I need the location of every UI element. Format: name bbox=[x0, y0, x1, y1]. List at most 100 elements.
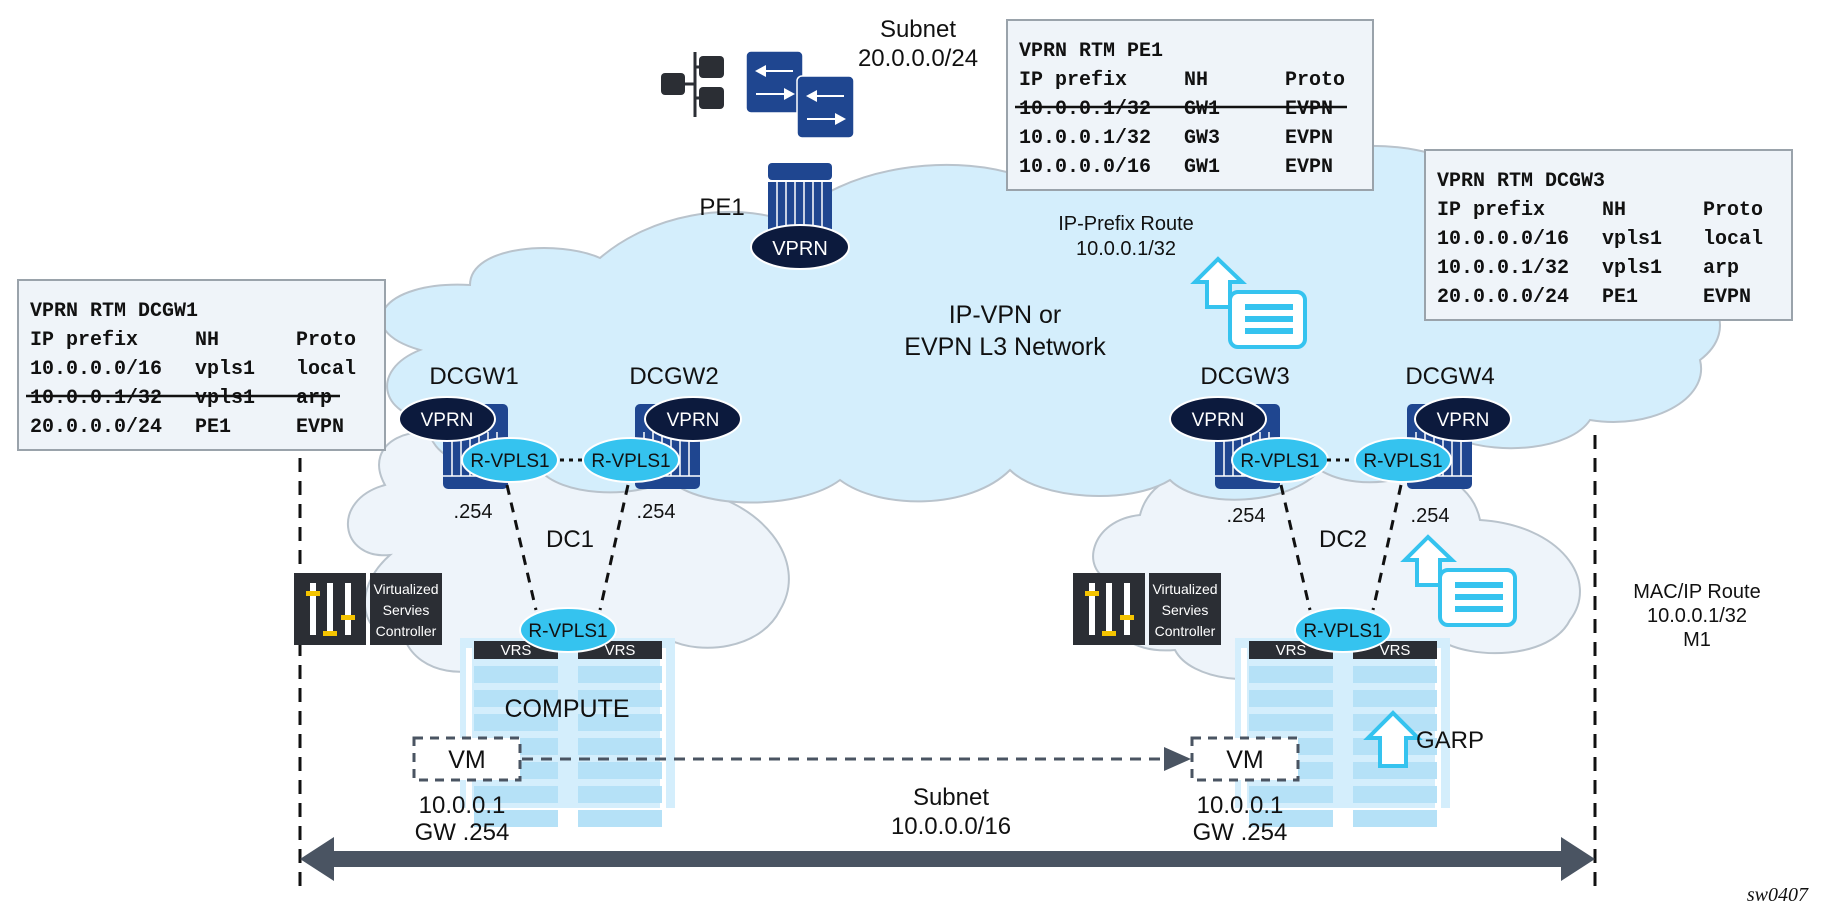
dcgw2-ip-label: .254 bbox=[637, 501, 676, 523]
routing-table-cell-proto: EVPN bbox=[296, 416, 344, 439]
routing-table-cell-nh: vpls1 bbox=[1602, 257, 1662, 280]
routing-table-cell-prefix: 10.0.0.0/16 bbox=[1019, 156, 1151, 179]
vm-box: VM bbox=[1190, 736, 1300, 782]
ip-prefix-route-line1: IP-Prefix Route bbox=[1058, 213, 1194, 235]
vm-ip: 10.0.0.1 bbox=[1197, 792, 1284, 819]
dc-r-vpls-badge: R-VPLS1 bbox=[519, 607, 617, 653]
subnet-top-label: Subnet bbox=[880, 16, 956, 43]
routing-table-header: IP prefix bbox=[30, 329, 138, 352]
routing-table-cell-nh: PE1 bbox=[1602, 286, 1638, 309]
dc-r-vpls-badge: R-VPLS1 bbox=[1294, 607, 1392, 653]
routing-table-cell-prefix: 10.0.0.1/32 bbox=[1437, 257, 1569, 280]
routing-table-cell-proto: EVPN bbox=[1285, 156, 1333, 179]
r-vpls-label: R-VPLS1 bbox=[591, 451, 670, 472]
vprn-label: VPRN bbox=[1437, 410, 1490, 431]
r-vpls-badge: R-VPLS1 bbox=[461, 437, 559, 483]
subnet-bottom-value: 10.0.0.0/16 bbox=[891, 813, 1011, 840]
r-vpls-badge: R-VPLS1 bbox=[1354, 437, 1452, 483]
gateway-label: DCGW2 bbox=[629, 363, 718, 390]
routing-table-title: VPRN RTM DCGW1 bbox=[30, 300, 198, 323]
mac-ip-route-line1: MAC/IP Route bbox=[1633, 581, 1760, 603]
pe1-vprn-label: VPRN bbox=[772, 238, 828, 260]
dc1-link-right bbox=[598, 484, 630, 611]
routing-table-header: Proto bbox=[1285, 69, 1345, 92]
mac-ip-advertise-icon bbox=[1400, 534, 1517, 627]
vrs-label: VRS bbox=[1276, 642, 1307, 659]
routing-table-cell-proto: EVPN bbox=[1285, 127, 1333, 150]
figure-id: sw0407 bbox=[1747, 884, 1809, 906]
routing-table-row-withdrawn: 10.0.0.1/32 vpls1 arp bbox=[26, 387, 340, 410]
routing-table-cell-proto: EVPN bbox=[1703, 286, 1751, 309]
routing-table-cell-prefix: 10.0.0.1/32 bbox=[1019, 127, 1151, 150]
subnet-bottom-label: Subnet bbox=[913, 784, 989, 811]
dc1-label: DC1 bbox=[546, 526, 594, 553]
switch-icon bbox=[745, 50, 855, 139]
controller-label-line: Virtualized bbox=[373, 581, 438, 597]
dcgw4-ip-label: .254 bbox=[1411, 505, 1450, 527]
routing-table-cell-nh: vpls1 bbox=[195, 358, 255, 381]
routing-table-header: NH bbox=[1184, 69, 1208, 92]
dcgw3-ip-label: .254 bbox=[1227, 505, 1266, 527]
mac-ip-route-line2: 10.0.0.1/32 bbox=[1647, 605, 1747, 627]
vm-box: VM bbox=[412, 736, 522, 782]
core-network-line1: IP-VPN or bbox=[949, 301, 1062, 329]
routing-table-cell-nh: GW3 bbox=[1184, 127, 1220, 150]
routing-table-cell-prefix: 10.0.0.1/32 bbox=[30, 387, 162, 410]
controller-label-line: Servies bbox=[383, 602, 430, 618]
vrs-label: VRS bbox=[605, 642, 636, 659]
mac-ip-route-line3: M1 bbox=[1683, 629, 1711, 651]
vprn-label: VPRN bbox=[1192, 410, 1245, 431]
garp-label: GARP bbox=[1416, 727, 1484, 754]
routing-table-cell-nh: vpls1 bbox=[1602, 228, 1662, 251]
dc-r-vpls-label: R-VPLS1 bbox=[528, 621, 607, 642]
vm-gateway: GW .254 bbox=[415, 819, 510, 846]
dc-r-vpls-label: R-VPLS1 bbox=[1303, 621, 1382, 642]
controller-sliders-icon bbox=[1073, 573, 1145, 645]
vm-label: VM bbox=[1226, 746, 1264, 774]
vm-gateway: GW .254 bbox=[1193, 819, 1288, 846]
routing-table-cell-proto: arp bbox=[296, 387, 332, 410]
pe1-vprn-badge: VPRN bbox=[750, 224, 850, 270]
garp-arrow-icon bbox=[1363, 710, 1423, 768]
network-hierarchy-icon bbox=[661, 52, 724, 117]
pe1-router-icon bbox=[768, 163, 832, 234]
r-vpls-label: R-VPLS1 bbox=[1363, 451, 1442, 472]
ip-prefix-route-line2: 10.0.0.1/32 bbox=[1076, 238, 1176, 260]
routing-table-cell-prefix: 10.0.0.1/32 bbox=[1019, 98, 1151, 121]
routing-table-cell-prefix: 20.0.0.0/24 bbox=[30, 416, 162, 439]
routing-table-cell-nh: GW1 bbox=[1184, 156, 1220, 179]
routing-table-header: NH bbox=[195, 329, 219, 352]
routing-table-title: VPRN RTM PE1 bbox=[1019, 40, 1163, 63]
gateway-label: DCGW3 bbox=[1200, 363, 1289, 390]
subnet-top-value: 20.0.0.0/24 bbox=[858, 45, 978, 72]
vrs-label: VRS bbox=[501, 642, 532, 659]
r-vpls-badge: R-VPLS1 bbox=[582, 437, 680, 483]
vm-label: VM bbox=[448, 746, 486, 774]
controller-label-line: Controller bbox=[1155, 623, 1216, 639]
routing-table-header: Proto bbox=[1703, 199, 1763, 222]
controller-sliders-icon bbox=[294, 573, 366, 645]
vprn-label: VPRN bbox=[421, 410, 474, 431]
dc2-label: DC2 bbox=[1319, 526, 1367, 553]
routing-table-cell-proto: local bbox=[296, 358, 356, 381]
vrs-label: VRS bbox=[1380, 642, 1411, 659]
routing-table-cell-nh: vpls1 bbox=[195, 387, 255, 410]
routing-table-row: 10.0.0.1/32 GW3 EVPN bbox=[1019, 127, 1333, 150]
r-vpls-label: R-VPLS1 bbox=[470, 451, 549, 472]
r-vpls-badge: R-VPLS1 bbox=[1231, 437, 1329, 483]
controller-label-line: Servies bbox=[1162, 602, 1209, 618]
